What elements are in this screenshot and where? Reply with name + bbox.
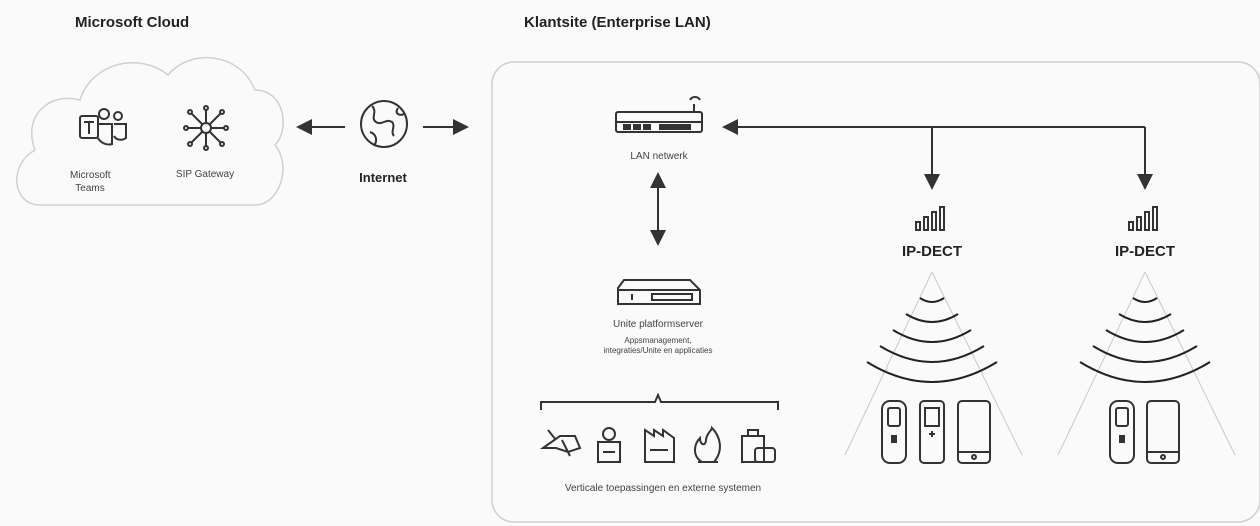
teams-label: Microsoft Teams <box>70 170 111 194</box>
apps-bracket <box>540 392 779 410</box>
smartphone <box>1146 400 1180 464</box>
server-sublabel-2: integraties/Unite en applicaties <box>603 346 713 355</box>
teams-icon <box>79 108 127 146</box>
care-staff-icon <box>597 427 621 463</box>
site-title: Klantsite (Enterprise LAN) <box>524 14 711 31</box>
dect-handset <box>919 400 945 464</box>
smartphone <box>957 400 991 464</box>
dect-handset <box>1109 400 1135 464</box>
globe-icon <box>360 100 408 148</box>
dect-handset <box>881 400 907 464</box>
fire-alarm-icon <box>694 425 721 463</box>
internet-label: Internet <box>359 170 407 185</box>
sip-gateway-label: SIP Gateway <box>175 169 235 180</box>
signal-icon <box>1128 206 1158 231</box>
sip-gateway-icon <box>183 105 229 151</box>
vertical-apps-label: Verticale toepassingen en externe system… <box>564 483 762 494</box>
radio-waves-1 <box>866 297 998 383</box>
server-label: Unite platformserver <box>612 319 704 330</box>
cloud-shape <box>16 56 284 206</box>
cloud-title: Microsoft Cloud <box>75 14 190 31</box>
site-box <box>491 61 1260 523</box>
lan-label: LAN netwerk <box>630 151 688 162</box>
server-icon <box>617 279 701 305</box>
coverage-cone-1 <box>844 271 1023 456</box>
router-icon <box>615 96 703 133</box>
aviation-icon <box>539 429 582 457</box>
ip-dect-label-1: IP-DECT <box>902 243 962 260</box>
factory-icon <box>644 428 675 463</box>
coverage-cone-2 <box>1057 271 1236 456</box>
retail-icon <box>741 429 776 463</box>
signal-icon <box>915 206 945 231</box>
radio-waves-2 <box>1079 297 1211 383</box>
ip-dect-label-2: IP-DECT <box>1115 243 1175 260</box>
server-sublabel-1: Appsmanagement, <box>624 336 692 345</box>
